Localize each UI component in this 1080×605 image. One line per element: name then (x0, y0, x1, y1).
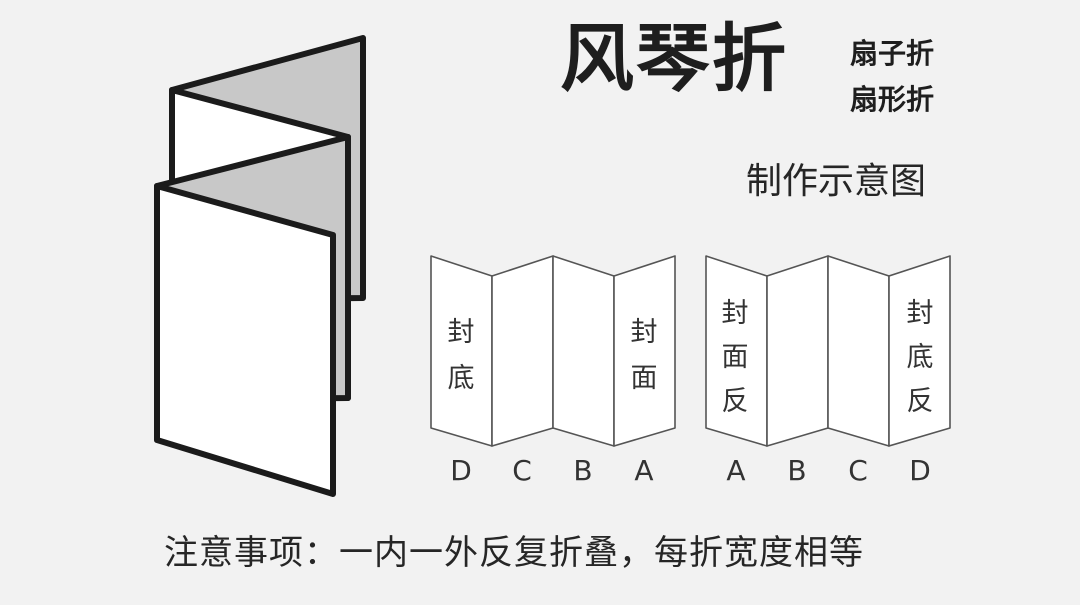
front-panel-a (613, 255, 676, 447)
front-panel-a-letter: A (634, 454, 653, 487)
back-panel-b-letter: B (787, 454, 806, 487)
back-panel-a-label-char: 反 (722, 386, 749, 417)
page-title: 风琴折 (560, 16, 788, 102)
fold-panel-front-white (154, 183, 336, 497)
front-panel-labels: 封 底 封 面 (448, 317, 658, 394)
front-panel-d-letter: D (450, 454, 472, 487)
front-panel-a-label-char: 面 (631, 363, 658, 394)
back-panel-a-label-char: 封 (722, 298, 749, 329)
accordion-fold-illustration (154, 35, 366, 497)
alias-label: 扇子折 (850, 37, 935, 70)
back-panel-d-label-char: 反 (907, 386, 934, 417)
back-unfolded-layout (705, 255, 951, 447)
diagram-subtitle: 制作示意图 (746, 161, 927, 202)
alias-label: 扇形折 (850, 83, 935, 116)
back-panel-a-letter: A (726, 454, 745, 487)
back-panel-c-letter: C (848, 454, 868, 487)
front-panel-a-label-char: 封 (631, 317, 658, 348)
front-panel-d (430, 255, 493, 447)
front-panel-b-letter: B (573, 454, 592, 487)
front-panel-d-label-char: 封 (448, 317, 475, 348)
front-unfolded-layout (430, 255, 676, 447)
back-panel-a-label-char: 面 (722, 342, 749, 373)
instruction-note: 注意事项：一内一外反复折叠，每折宽度相等 (164, 533, 864, 573)
back-panel-d-label-char: 底 (907, 342, 934, 373)
back-panel-d-label-char: 封 (907, 298, 934, 329)
front-panel-c-letter: C (512, 454, 532, 487)
front-panel-b (552, 255, 615, 447)
back-panel-d (888, 255, 951, 447)
back-panel-b (766, 255, 829, 447)
back-panel-d-letter: D (909, 454, 931, 487)
back-panel-labels: 封 面 反 封 底 反 (722, 298, 934, 417)
panel-letters: D C B A A B C D (450, 454, 931, 487)
front-panel-d-label-char: 底 (448, 363, 475, 394)
back-panel-c (827, 255, 890, 447)
front-panel-c (491, 255, 554, 447)
